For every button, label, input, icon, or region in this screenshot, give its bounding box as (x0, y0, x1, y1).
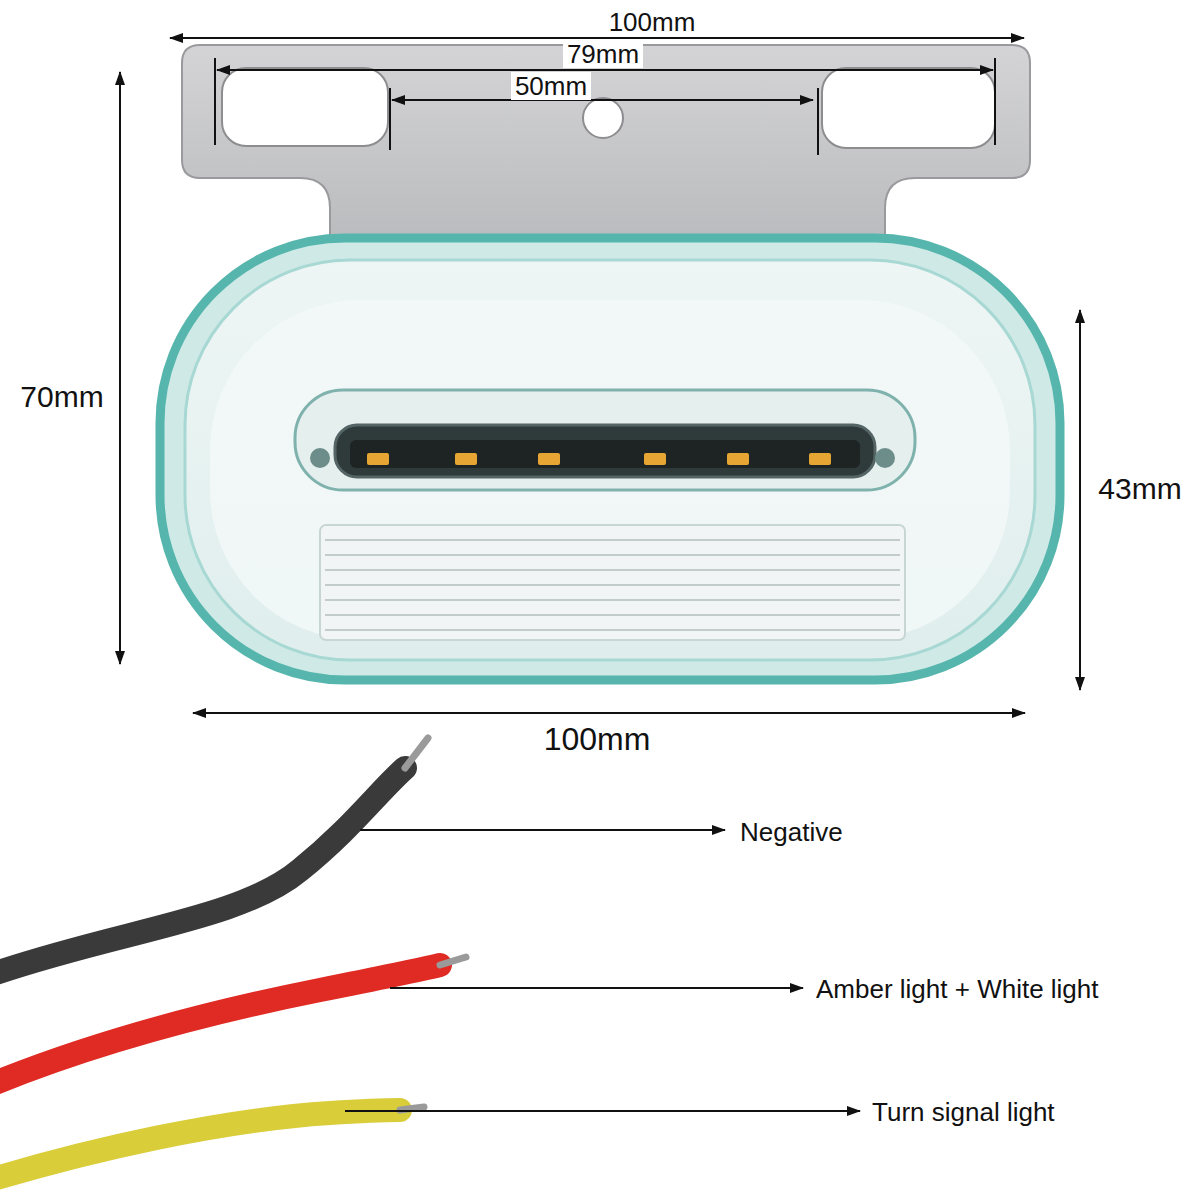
wire-tip (400, 1107, 424, 1110)
yellow-wire (0, 1110, 400, 1180)
dimension-lines (120, 38, 1080, 713)
mounting-hole (583, 98, 623, 138)
amber-led (538, 453, 560, 465)
dimension-line (1079, 310, 1081, 690)
dimension-line (217, 69, 993, 71)
led-board (350, 440, 860, 468)
extension-line (817, 88, 819, 155)
leader-line (360, 829, 725, 831)
screw-cap (875, 448, 895, 468)
dimension-label: 70mm (16, 380, 107, 413)
extension-line (214, 58, 216, 145)
wire-label: Negative (736, 818, 847, 847)
dimension-label: 100mm (605, 8, 700, 37)
wire-label: Turn signal light (868, 1098, 1059, 1127)
wire-tip (440, 957, 466, 965)
led-window (295, 390, 915, 490)
dimension-line (119, 72, 121, 664)
mounting-plate (182, 45, 1030, 260)
lens-highlight (210, 300, 1010, 640)
wire-label: Amber light + White light (812, 975, 1103, 1004)
amber-led (644, 453, 666, 465)
lamp-lens (185, 260, 1035, 660)
extension-line (994, 58, 996, 145)
red-wire (0, 965, 440, 1085)
wire-tip (405, 738, 428, 768)
dimension-line (193, 712, 1025, 714)
mounting-slot (822, 68, 995, 148)
dimension-label: 43mm (1094, 472, 1185, 505)
leader-line (390, 987, 803, 989)
extension-line (389, 88, 391, 150)
screw-cap (310, 448, 330, 468)
led-bar (335, 425, 875, 477)
dimension-label: 50mm (511, 72, 591, 101)
amber-leds (367, 453, 831, 465)
amber-led (367, 453, 389, 465)
lens-ribs (325, 540, 900, 630)
amber-led (455, 453, 477, 465)
dimension-line (392, 99, 813, 101)
amber-led (727, 453, 749, 465)
dimension-label: 79mm (563, 40, 643, 69)
leader-lines (345, 830, 860, 1111)
amber-led (809, 453, 831, 465)
dimension-line (170, 37, 1024, 39)
black-wire (0, 768, 405, 975)
leader-line (345, 1110, 860, 1112)
mounting-slot (222, 68, 388, 146)
dimension-label: 100mm (540, 722, 655, 757)
lamp-housing (160, 238, 1060, 680)
ribbed-lens (320, 525, 905, 640)
